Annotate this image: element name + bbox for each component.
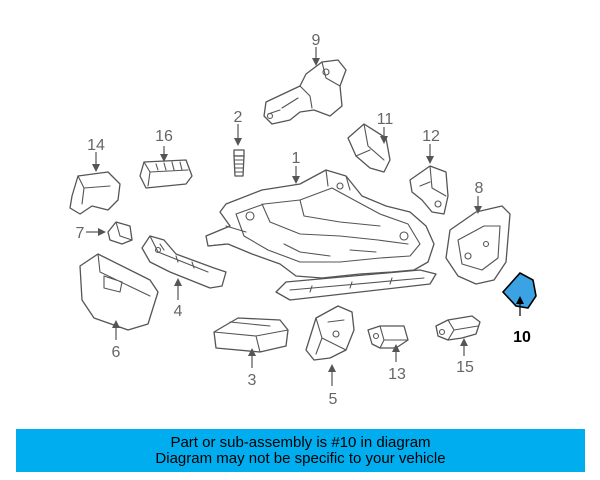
callout-13: 13 xyxy=(388,366,406,383)
part-6-side-shield[interactable] xyxy=(79,253,159,331)
part-16-rail[interactable] xyxy=(139,159,193,189)
callout-labels: 1 2 3 4 5 6 7 8 9 10 11 12 13 14 15 16 xyxy=(76,32,531,408)
part-2-bolt[interactable] xyxy=(233,149,245,177)
callout-16: 16 xyxy=(155,128,173,145)
callout-12: 12 xyxy=(422,128,440,145)
part-1-seat-frame[interactable] xyxy=(205,169,435,279)
info-banner: Part or sub-assembly is #10 in diagram D… xyxy=(16,429,585,472)
part-12-bracket[interactable] xyxy=(409,165,449,215)
callout-3: 3 xyxy=(248,372,257,389)
callout-8: 8 xyxy=(475,180,484,197)
callout-5: 5 xyxy=(329,391,338,408)
part-14-bracket[interactable] xyxy=(69,171,121,215)
part-10-cap[interactable] xyxy=(501,271,537,309)
part-3-module[interactable] xyxy=(213,317,289,353)
callout-2: 2 xyxy=(234,109,243,126)
part-11-cover[interactable] xyxy=(347,123,391,173)
banner-line-1: Part or sub-assembly is #10 in diagram xyxy=(170,433,431,451)
part-8-trim-panel[interactable] xyxy=(445,205,511,285)
part-7-clip[interactable] xyxy=(107,221,133,245)
callout-4: 4 xyxy=(174,303,183,320)
callout-6: 6 xyxy=(112,344,121,361)
part-13-bracket[interactable] xyxy=(367,325,409,349)
callout-14: 14 xyxy=(87,137,105,154)
seat-rail[interactable] xyxy=(275,269,437,301)
part-10-shape xyxy=(501,271,537,309)
leader-lines xyxy=(86,47,524,386)
callout-10: 10 xyxy=(513,329,531,346)
callout-7: 7 xyxy=(76,225,85,242)
part-4-trim[interactable] xyxy=(141,235,227,289)
callout-15: 15 xyxy=(456,359,474,376)
callout-1: 1 xyxy=(292,150,301,167)
callout-9: 9 xyxy=(312,32,321,49)
banner-line-2: Diagram may not be specific to your vehi… xyxy=(155,449,446,467)
callout-11: 11 xyxy=(377,111,394,128)
part-5-cover[interactable] xyxy=(305,305,355,361)
part-15-bracket[interactable] xyxy=(435,315,481,341)
part-9-bracket[interactable] xyxy=(263,59,347,125)
